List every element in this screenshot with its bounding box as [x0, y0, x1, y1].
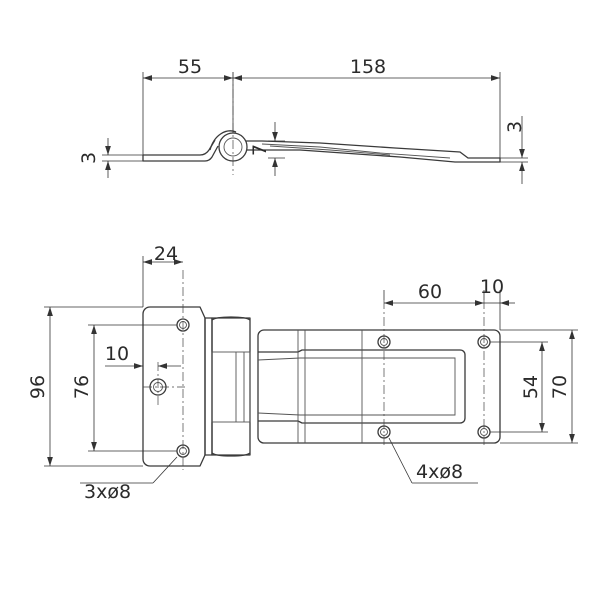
dim-label-76: 76	[71, 375, 93, 399]
dim-label-offset: 7	[249, 144, 271, 156]
side-strap	[246, 140, 501, 163]
dim-label-10-left: 10	[105, 343, 129, 365]
side-knuckle-pin	[223, 137, 243, 157]
callout-leaf-holes: 3xø8	[84, 481, 131, 503]
side-strap-edge-2	[269, 145, 391, 156]
front-strap-raised-center	[258, 349, 466, 424]
front-strap-inner-edge	[257, 357, 456, 416]
front-view: 24 96 76 10 3xø8 60 10 54	[27, 243, 578, 503]
side-leaf-plate	[142, 139, 219, 162]
dim-label-thickness-left: 3	[78, 152, 100, 164]
dim-label-24: 24	[154, 243, 178, 265]
dim-label-54: 54	[520, 375, 542, 399]
dim-label-55: 55	[178, 56, 202, 78]
side-knuckle-wrap	[209, 130, 237, 151]
side-view: 55 158 3 3 7	[78, 56, 528, 184]
dim-label-70: 70	[549, 375, 571, 399]
dim-label-96: 96	[27, 375, 49, 399]
front-knuckle-sleeve	[211, 351, 251, 423]
front-strap-plate	[257, 329, 501, 444]
dim-label-10-right: 10	[480, 276, 504, 298]
callout-leader-strap	[388, 437, 413, 484]
dim-label-158: 158	[350, 56, 386, 78]
callout-strap-holes: 4xø8	[416, 461, 463, 483]
front-knuckle-collar	[204, 317, 213, 456]
front-leaf-plate	[142, 306, 206, 467]
dim-label-60: 60	[418, 281, 442, 303]
dim-label-thickness-right: 3	[504, 121, 526, 133]
front-knuckle-caps	[211, 316, 251, 457]
side-strap-edge	[261, 143, 451, 159]
callout-leader-leaf	[152, 456, 178, 484]
